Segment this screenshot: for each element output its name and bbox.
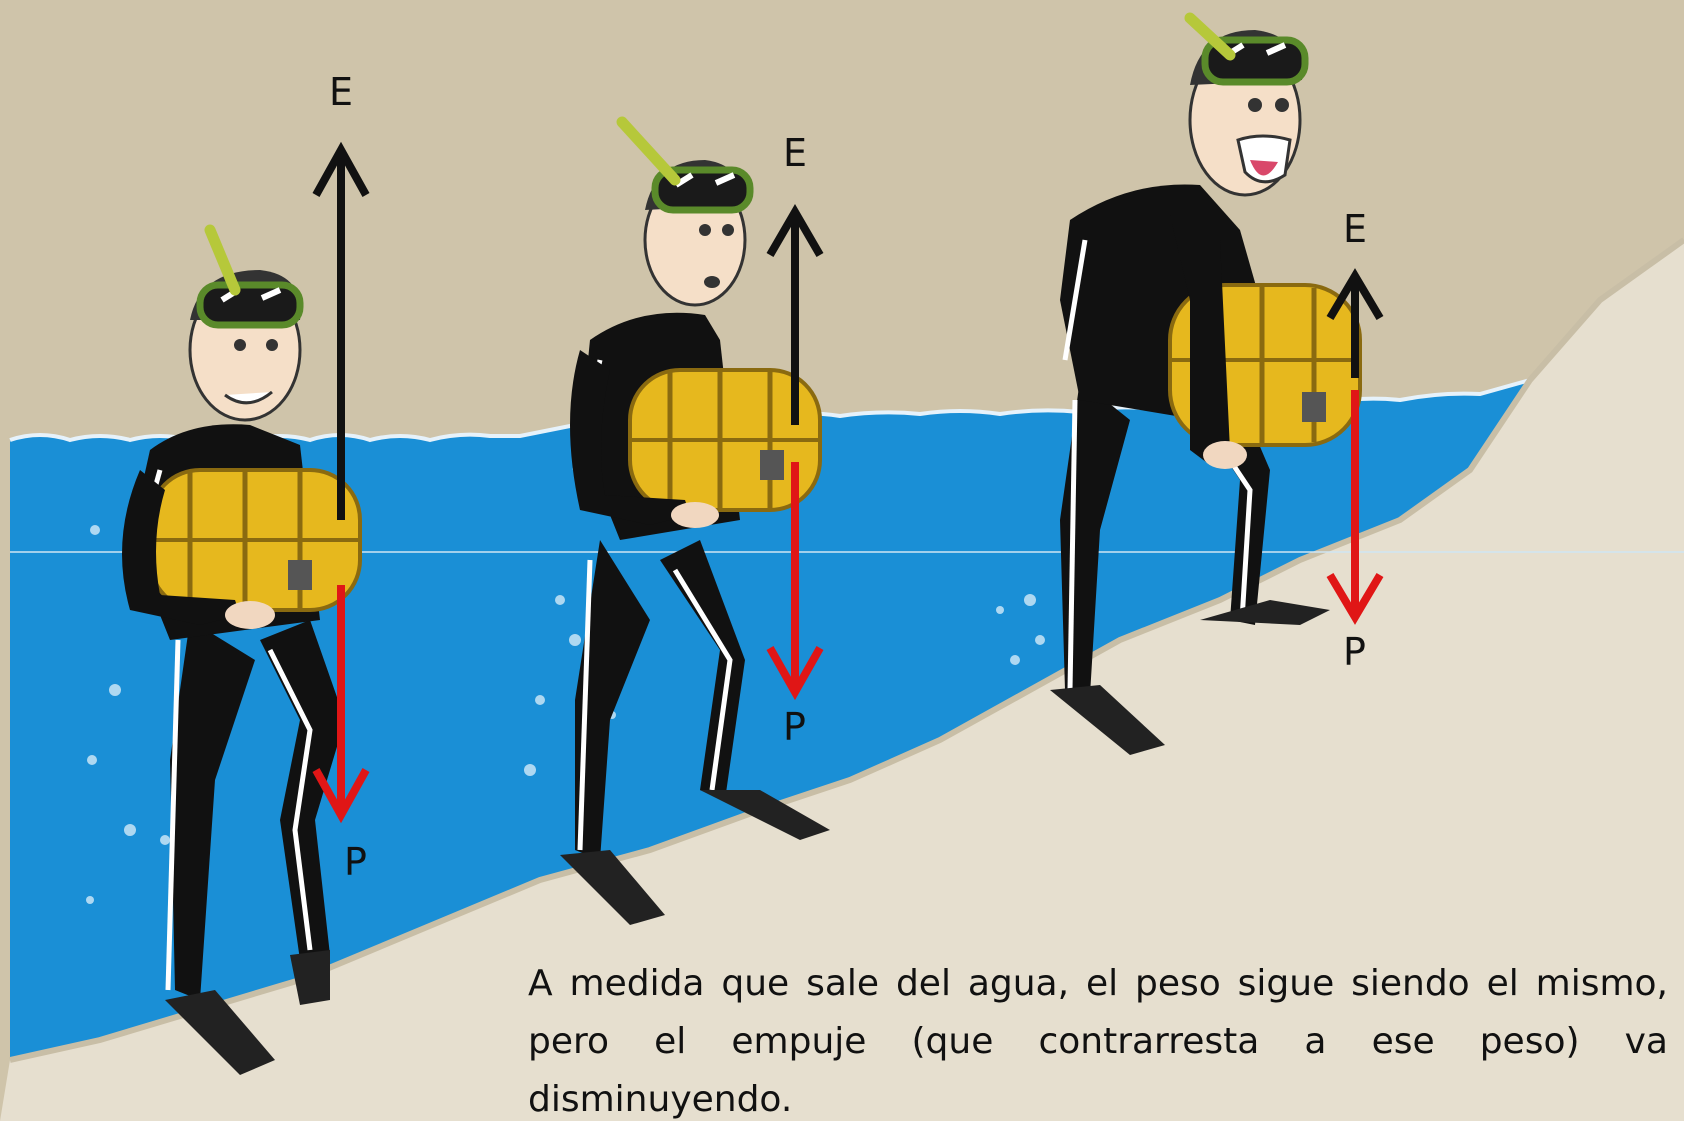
weight-label-2: P xyxy=(783,705,806,749)
buoyancy-label-3: E xyxy=(1343,207,1367,251)
mask-1 xyxy=(200,285,300,325)
buoyancy-label-2: E xyxy=(783,131,807,175)
treasure-chest-1 xyxy=(150,470,360,610)
weight-label-1: P xyxy=(344,840,367,884)
buoyancy-label-1: E xyxy=(329,70,353,114)
caption: A medida que sale del agua, el peso sigu… xyxy=(528,955,1668,1129)
weight-label-3: P xyxy=(1343,630,1366,674)
